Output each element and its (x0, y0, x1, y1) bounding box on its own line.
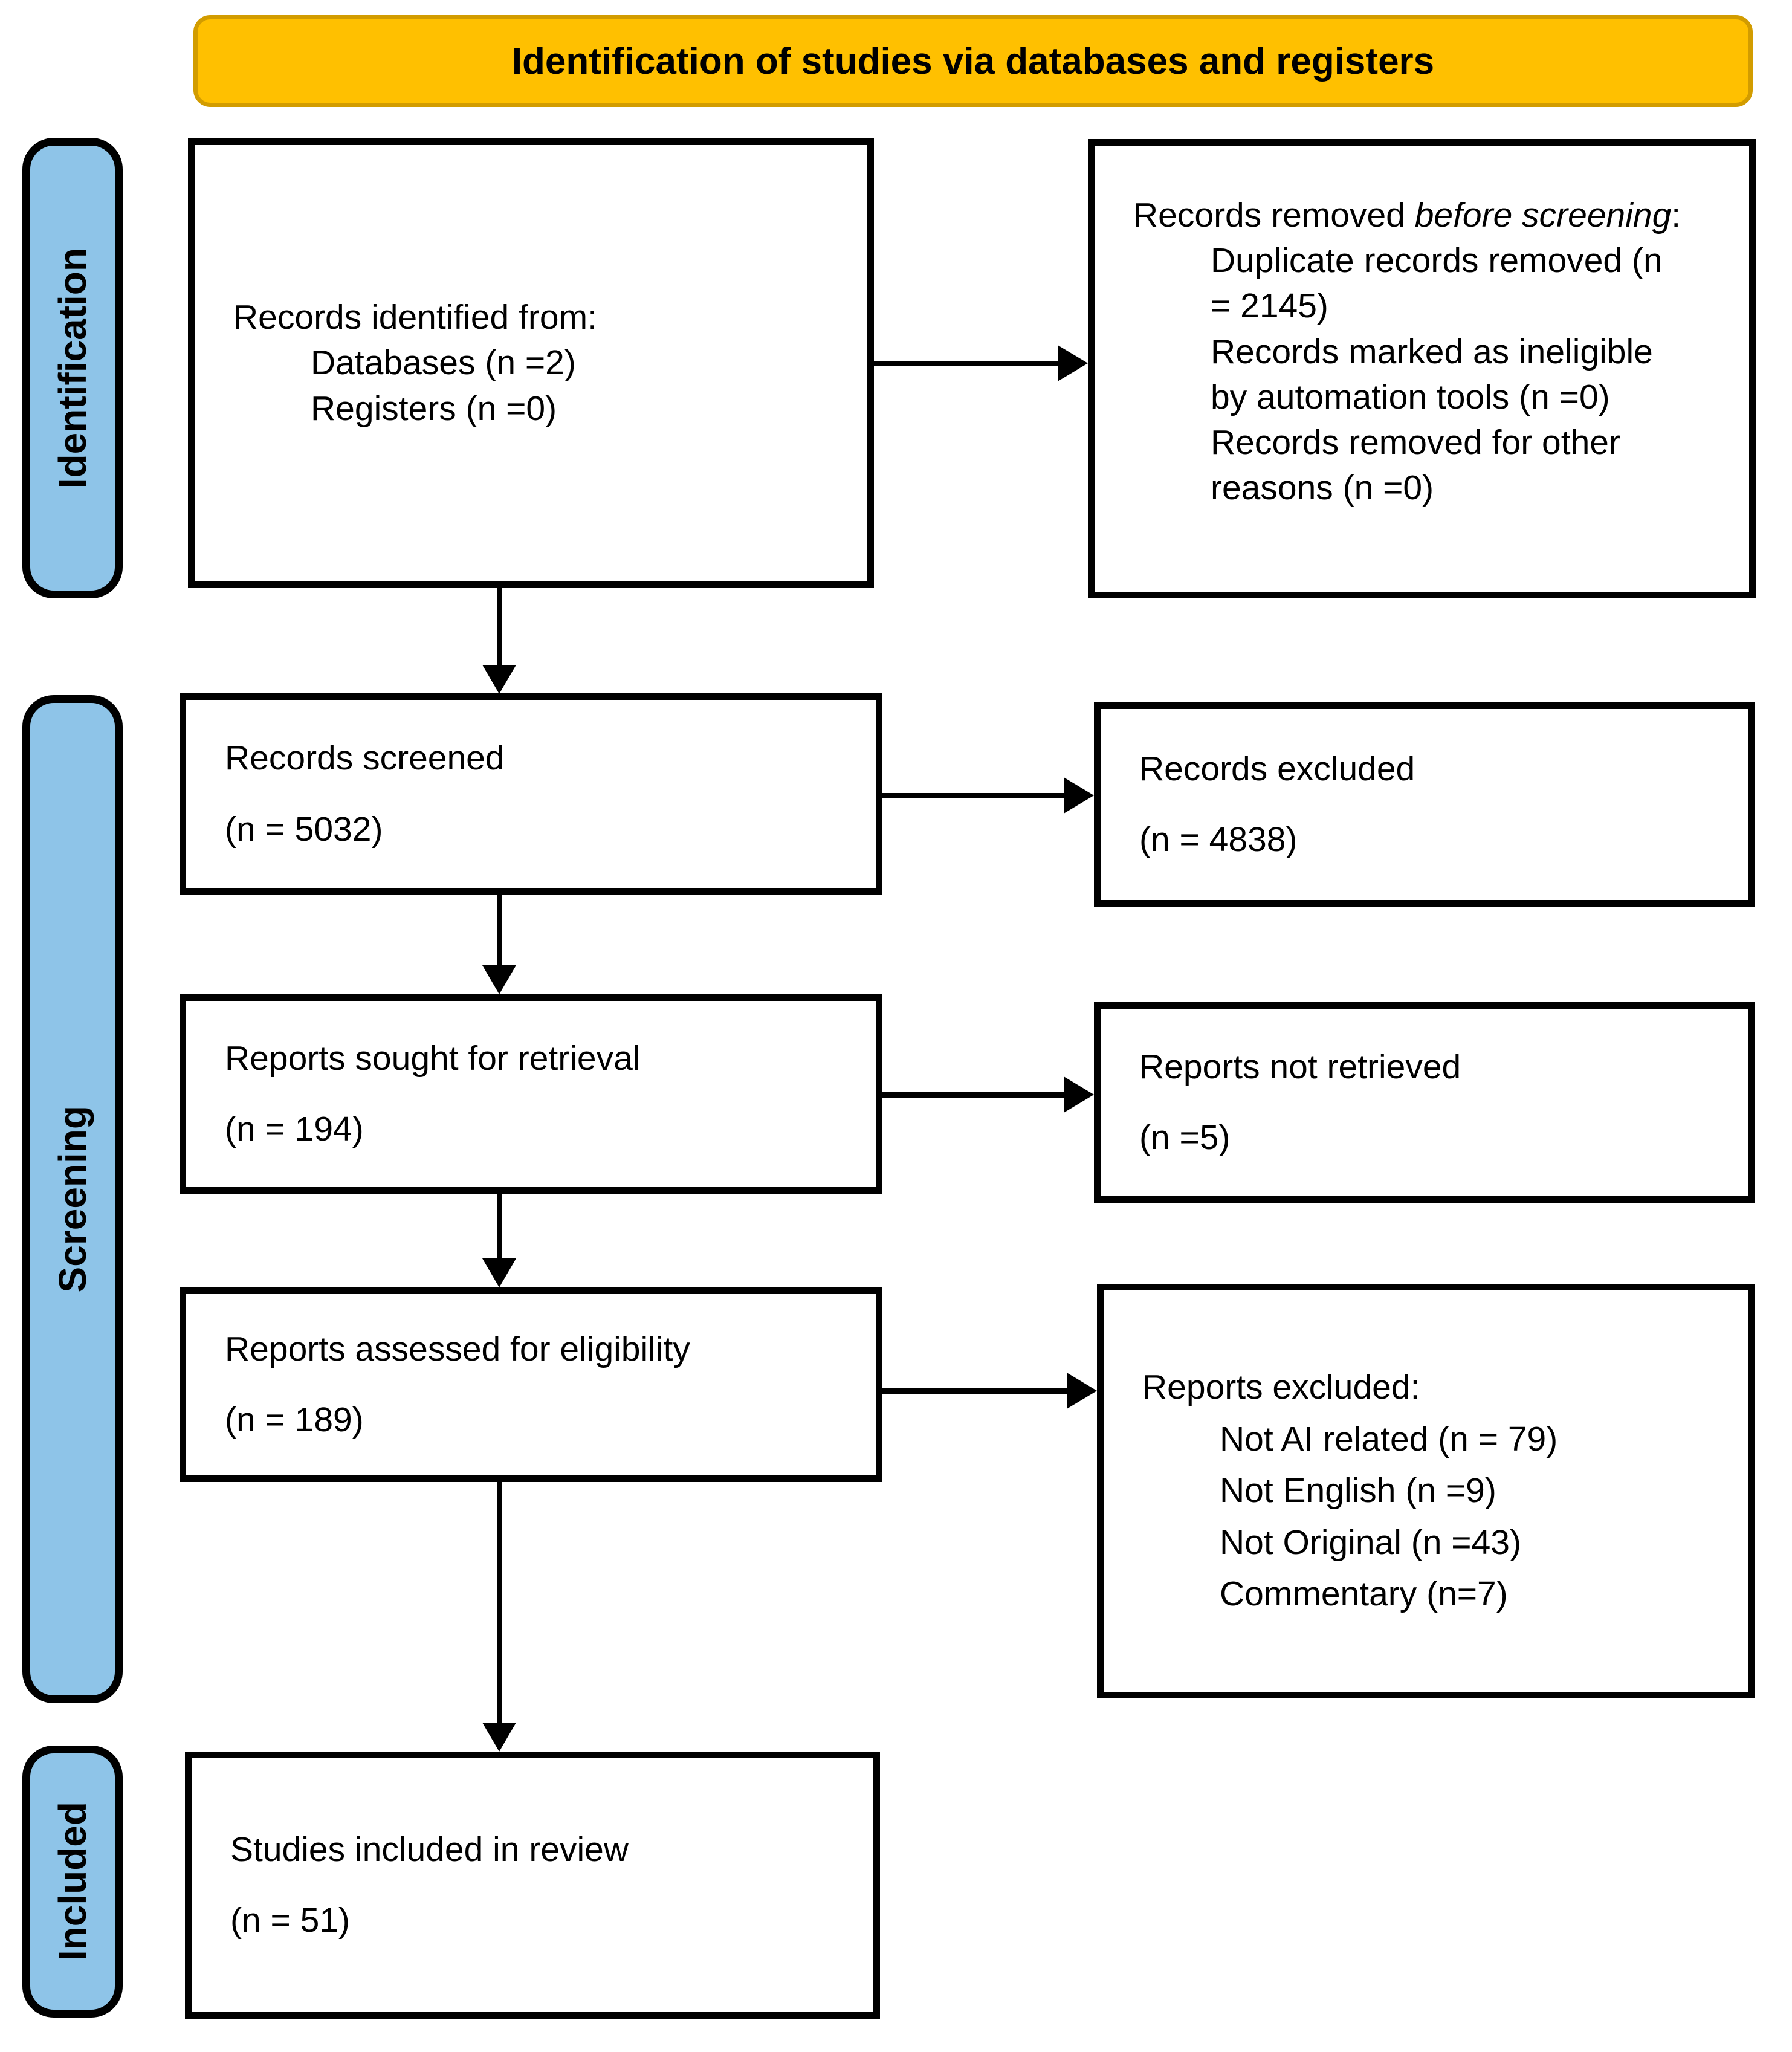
box-records-identified: Records identified from: Databases (n =2… (188, 138, 874, 588)
records-identified-item: Registers (n =0) (311, 389, 557, 428)
arrow-line (497, 895, 502, 970)
records-excluded-count: (n = 4838) (1139, 820, 1298, 859)
stage-included: Included (22, 1746, 123, 2018)
records-screened-title: Records screened (225, 739, 505, 778)
reports-sought-count: (n = 194) (225, 1110, 364, 1148)
records-excluded-title: Records excluded (1139, 749, 1415, 788)
banner: Identification of studies via databases … (193, 15, 1753, 107)
records-removed-item: Duplicate records removed (n = 2145) (1211, 241, 1663, 326)
stage-screening: Screening (22, 695, 123, 1703)
reports-excluded-item: Commentary (n=7) (1220, 1575, 1508, 1614)
records-identified-title: Records identified from: (233, 298, 597, 337)
arrow-head-icon (482, 965, 516, 994)
arrow-head-icon (1064, 1076, 1094, 1113)
box-reports-sought: Reports sought for retrieval (n = 194) (180, 994, 882, 1194)
box-records-excluded: Records excluded (n = 4838) (1094, 702, 1755, 907)
arrow-line (497, 1194, 502, 1263)
arrow-line (497, 588, 502, 671)
reports-sought-title: Reports sought for retrieval (225, 1038, 641, 1078)
box-records-screened: Records screened (n = 5032) (180, 693, 882, 895)
records-removed-item: Records marked as ineligible by automati… (1211, 332, 1653, 416)
reports-assessed-title: Reports assessed for eligibility (225, 1329, 690, 1368)
records-removed-item: Records removed for other reasons (n =0) (1211, 423, 1620, 508)
reports-excluded-item: Not AI related (n = 79) (1220, 1419, 1558, 1458)
arrow-head-icon (482, 1723, 516, 1752)
reports-assessed-count: (n = 189) (225, 1400, 364, 1439)
reports-excluded-item: Not English (n =9) (1220, 1471, 1496, 1510)
records-removed-title-prefix: Records removed (1133, 196, 1415, 235)
reports-not-retrieved-count: (n =5) (1139, 1118, 1231, 1157)
records-removed-title-suffix: : (1671, 196, 1681, 235)
arrow-head-icon (1067, 1373, 1097, 1409)
reports-excluded-item: Not Original (n =43) (1220, 1523, 1521, 1562)
arrow-line (882, 793, 1070, 798)
records-screened-count: (n = 5032) (225, 809, 383, 849)
studies-included-title: Studies included in review (230, 1830, 629, 1869)
arrow-head-icon (482, 665, 516, 694)
records-removed-title-italic: before screening (1414, 196, 1672, 235)
stage-screening-label: Screening (51, 1105, 94, 1293)
arrow-line (882, 1092, 1070, 1098)
reports-excluded-title: Reports excluded: (1142, 1368, 1420, 1407)
banner-title: Identification of studies via databases … (511, 40, 1435, 82)
box-studies-included: Studies included in review (n = 51) (185, 1752, 880, 2019)
arrow-head-icon (1058, 345, 1088, 381)
box-reports-not-retrieved: Reports not retrieved (n =5) (1094, 1002, 1755, 1203)
reports-not-retrieved-title: Reports not retrieved (1139, 1047, 1461, 1086)
studies-included-count: (n = 51) (230, 1901, 351, 1940)
arrow-line (497, 1482, 502, 1727)
arrow-head-icon (1064, 777, 1094, 814)
arrow-line (882, 1388, 1073, 1394)
arrow-line (874, 361, 1064, 366)
stage-identification-label: Identification (51, 247, 94, 489)
stage-identification: Identification (22, 138, 123, 598)
arrow-head-icon (482, 1258, 516, 1287)
box-reports-excluded: Reports excluded: Not AI related (n = 79… (1097, 1284, 1755, 1698)
box-records-removed: Records removed before screening: Duplic… (1088, 139, 1756, 598)
records-identified-item: Databases (n =2) (311, 343, 576, 383)
stage-included-label: Included (51, 1802, 94, 1961)
box-reports-assessed: Reports assessed for eligibility (n = 18… (180, 1287, 882, 1482)
records-removed-title: Records removed before screening: (1133, 193, 1689, 238)
